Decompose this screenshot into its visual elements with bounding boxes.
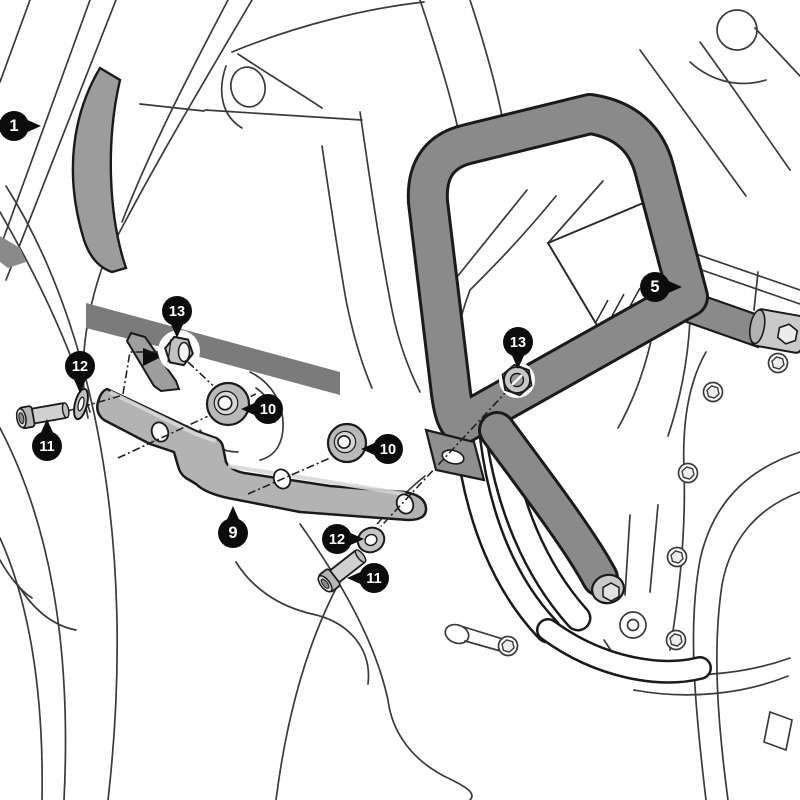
callout-9: 9 — [218, 506, 248, 548]
fork-shade — [0, 236, 26, 268]
engine-hex-bolt — [702, 381, 724, 403]
callout-number: 11 — [39, 439, 54, 455]
callout-number: 12 — [72, 359, 88, 375]
callout-12: 12 — [322, 524, 364, 554]
callout-12: 12 — [65, 351, 95, 393]
callout-number: 9 — [228, 524, 237, 542]
callout-number: 10 — [260, 402, 276, 418]
washer — [354, 523, 388, 557]
spacer — [325, 421, 369, 465]
crash-bar — [406, 93, 800, 605]
callout-1: 1 — [0, 111, 41, 141]
flange-nut — [164, 335, 194, 367]
callout-number: 11 — [366, 571, 381, 587]
callout-number: 1 — [9, 117, 18, 135]
callout-5: 5 — [640, 272, 682, 302]
washer — [73, 387, 89, 421]
callout-10: 10 — [361, 434, 403, 464]
engine-hex-bolt — [497, 635, 519, 657]
callout-number: 10 — [380, 442, 396, 458]
engine-hex-bolt — [665, 629, 687, 651]
callout-number: 13 — [510, 335, 526, 351]
bracket-upper-strap — [125, 330, 200, 393]
callout-number: 13 — [169, 304, 185, 320]
mounting-bracket — [96, 387, 428, 522]
spacer — [204, 380, 252, 428]
callout-13: 13 — [503, 327, 533, 369]
engine-hex-bolt — [767, 352, 789, 374]
callout-13: 13 — [162, 296, 192, 338]
callout-number: 12 — [329, 532, 345, 548]
callout-layer: 1 13 12 11 10 9 13 10 12 11 5 — [0, 111, 682, 593]
callout-10: 10 — [241, 394, 283, 424]
socket-bolt — [317, 549, 367, 593]
flange-nut — [499, 362, 535, 398]
hardware-layer — [15, 335, 789, 657]
foot-bushing — [591, 573, 625, 605]
engine-hex-bolt — [666, 546, 688, 568]
mount-bushing — [748, 308, 800, 354]
engine-hex-bolt — [677, 462, 699, 484]
callout-11: 11 — [32, 419, 62, 461]
callout-11: 11 — [347, 563, 389, 593]
shaded-fairing-panel — [71, 66, 128, 274]
socket-bolt — [15, 402, 70, 430]
bar-mount-tab — [424, 428, 486, 482]
callout-number: 5 — [650, 278, 659, 296]
frame-shade-band — [86, 303, 340, 395]
bracket-hole — [395, 493, 415, 515]
